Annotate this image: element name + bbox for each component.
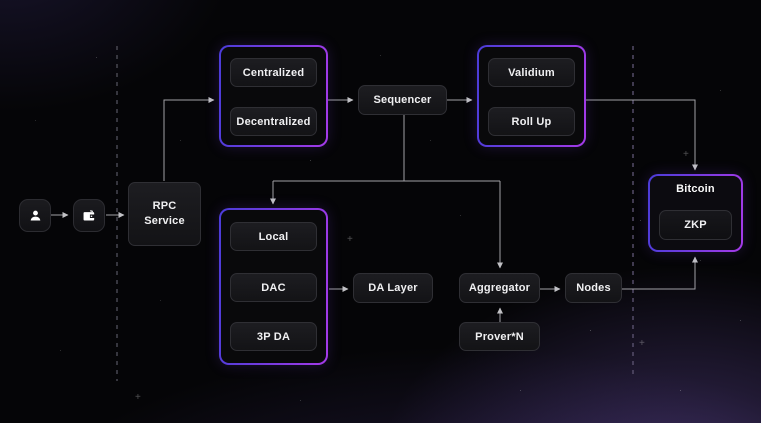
da-layer-node: DA Layer	[353, 273, 433, 303]
local-node: Local	[230, 222, 317, 251]
nodes-label: Nodes	[576, 282, 611, 294]
aggregator-node: Aggregator	[459, 273, 540, 303]
sparkle-icon: +	[683, 149, 689, 160]
sequencer-label: Sequencer	[373, 94, 432, 106]
sparkle-icon: +	[347, 234, 353, 245]
proof-mode-group: Validium Roll Up	[477, 45, 586, 147]
rpc-service-label: RPC Service	[144, 199, 185, 227]
zkp-node: ZKP	[659, 210, 732, 240]
wallet-icon	[73, 199, 105, 232]
da-layer-label: DA Layer	[368, 282, 418, 294]
centralized-label: Centralized	[242, 66, 305, 79]
prover-node: Prover*N	[459, 322, 540, 351]
centralized-node: Centralized	[230, 58, 317, 87]
sparkle-icon: +	[135, 392, 141, 403]
validium-node: Validium	[488, 58, 575, 87]
user-icon	[19, 199, 51, 232]
validium-label: Validium	[508, 66, 555, 79]
decentralized-node: Decentralized	[230, 107, 317, 136]
sequencer-mode-group: Centralized Decentralized	[219, 45, 328, 147]
dac-node: DAC	[230, 273, 317, 302]
sparkle-icon: +	[639, 338, 645, 349]
rollup-label: Roll Up	[511, 115, 552, 128]
rollup-node: Roll Up	[488, 107, 575, 136]
bitcoin-group: Bitcoin ZKP	[648, 174, 743, 252]
zkp-label: ZKP	[684, 219, 707, 231]
nodes-node: Nodes	[565, 273, 622, 303]
third-party-da-label: 3P DA	[256, 330, 291, 343]
third-party-da-node: 3P DA	[230, 322, 317, 351]
dac-label: DAC	[261, 281, 286, 294]
prover-label: Prover*N	[475, 330, 524, 343]
aggregator-label: Aggregator	[468, 282, 531, 294]
rpc-service-node: RPC Service	[128, 182, 201, 246]
da-mode-group: Local DAC 3P DA	[219, 208, 328, 365]
decentralized-label: Decentralized	[236, 115, 311, 128]
local-label: Local	[258, 230, 289, 243]
sequencer-node: Sequencer	[358, 85, 447, 115]
bitcoin-label: Bitcoin	[676, 183, 715, 195]
